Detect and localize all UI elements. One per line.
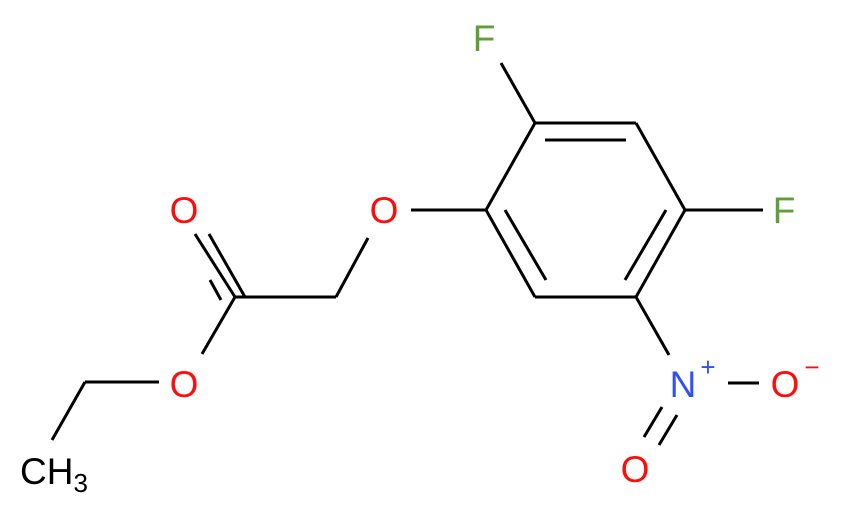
atom-o-ester: O <box>170 364 199 405</box>
bond-ring-c3-c4 <box>634 209 687 298</box>
benzene-ring <box>484 121 687 299</box>
bond-ring-c5-c6 <box>484 209 537 298</box>
bond-c-n <box>634 296 671 356</box>
bond-carbonyl-o-ester <box>200 296 237 355</box>
n-plus-charge: + <box>700 352 715 382</box>
bond-carbonyl-o-double-b <box>207 233 247 298</box>
atom-f-right: F <box>773 190 796 231</box>
atom-ch3: CH3 <box>20 451 88 498</box>
bond-o-ch2 <box>334 237 370 298</box>
atom-o-ether: O <box>370 190 399 231</box>
ch3-subscript: 3 <box>73 468 87 498</box>
bond-n-o-double-a <box>642 406 664 438</box>
atom-o-carbonyl: O <box>170 190 199 231</box>
bond-ch2-ch3 <box>50 381 87 441</box>
bond-c-f-top <box>499 62 537 124</box>
bond-n-o-double-b <box>657 414 679 446</box>
bond-carbonyl-o-double-a2 <box>208 279 223 301</box>
o-minus-charge: − <box>804 352 819 382</box>
bond-ring-c6-c1 <box>484 122 537 211</box>
bond-ring-c5-c6-inner <box>503 209 548 281</box>
ch3-symbol: CH <box>20 451 73 492</box>
atom-f-top: F <box>473 18 496 59</box>
atom-o-nitro-minus: O <box>771 364 800 405</box>
bond-carbonyl-o-double-a <box>193 233 237 298</box>
atom-o-nitro-double: O <box>621 449 650 490</box>
atom-n-nitro: N <box>670 364 697 405</box>
bond-ring-c2-c3 <box>634 122 687 211</box>
bond-ring-c3-c4-inner <box>623 209 668 281</box>
